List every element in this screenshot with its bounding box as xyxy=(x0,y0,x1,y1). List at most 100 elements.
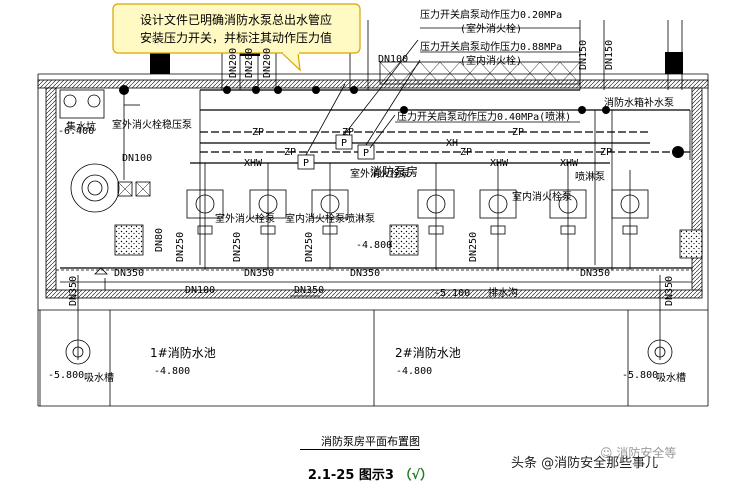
pipe-size-dn350: DN350 xyxy=(664,276,675,306)
drain-label: 排水沟 xyxy=(488,286,518,299)
column-block xyxy=(389,224,419,256)
pipe-size-dn150: DN150 xyxy=(604,40,615,70)
figure-title: 2.1-25 图示3 （√） xyxy=(0,464,741,483)
pipe-size-dn250: DN250 xyxy=(175,232,186,262)
callout-line-2: 安装压力开关，并标注其动作压力值 xyxy=(140,30,332,45)
watermark-icon: ☺ xyxy=(600,446,613,460)
pipe-code-labels: ZP ZP ZP ZP ZP ZP XH XHW XHW XHW xyxy=(244,127,612,169)
pipe-size-dn350: DN350 xyxy=(350,268,380,279)
pipe-size-dn350: DN350 xyxy=(68,276,79,306)
check-mark: （√） xyxy=(398,468,434,483)
pipe-size-dn350: DN350 xyxy=(580,268,610,279)
stabilizer-pumps xyxy=(117,181,151,197)
sump-label: 集水坑 xyxy=(66,120,96,133)
pump-unit xyxy=(479,163,517,270)
faint-watermark: ☺ 消防安全等 xyxy=(600,444,676,461)
pump-unit xyxy=(611,170,649,270)
pool-1-label: 1#消防水池 xyxy=(150,345,216,360)
pipe-size-dn100: DN100 xyxy=(122,153,152,164)
pipe-size-dn250: DN250 xyxy=(468,232,479,262)
watermark: 头条 @消防安全那些事儿 xyxy=(511,456,659,471)
callout-note: 设计文件已明确消防水泵总出水管应 安装压力开关，并标注其动作压力值 xyxy=(112,3,361,72)
pump-unit xyxy=(311,163,349,270)
pool-2-label: 2#消防水池 xyxy=(395,345,461,360)
outdoor-hydrant-pump-label: 室外消火栓泵 xyxy=(350,167,410,180)
building-walls xyxy=(37,10,709,407)
elevation-mark: -5.800 xyxy=(622,370,658,381)
xhw-label: XHW xyxy=(560,158,579,169)
suction-sump-right xyxy=(647,339,673,365)
zp-label: ZP xyxy=(284,147,296,158)
xhw-label: XHW xyxy=(244,158,263,169)
ventilation-duct xyxy=(379,61,581,85)
column-block xyxy=(679,229,703,259)
pump-unit xyxy=(549,163,587,270)
sump-pit xyxy=(59,89,105,119)
zp-label: ZP xyxy=(600,147,612,158)
elevation-mark: -5.100 xyxy=(434,288,470,299)
room-labels: 集水坑 室外消火栓稳压泵 消防泵房 室外消火栓泵 室内消火栓泵 喷淋泵 室内消火… xyxy=(66,96,686,384)
elevation-marks: -6.400 -4.800 -5.100 -5.800 -4.800 -4.80… xyxy=(48,126,658,381)
pressure-labels: 压力开关启泵动作压力0.20MPa (室外消火栓) 压力开关启泵动作压力0.88… xyxy=(397,8,571,123)
pump-room-label: 消防泵房 xyxy=(370,164,418,179)
wall-opening xyxy=(150,52,170,74)
zp-label: ZP xyxy=(512,127,524,138)
pipe-size-dn200: DN200 xyxy=(228,48,239,78)
pipe-size-dn80: DN80 xyxy=(154,228,165,252)
stabilizer-tank xyxy=(70,163,120,213)
pressure-switches: P P P xyxy=(297,27,580,170)
pipe-size-labels: DN200 DN200 DN200 DN100 DN150 DN150 DN10… xyxy=(68,40,675,306)
sprinkler-pump-label: 喷淋泵 xyxy=(345,212,375,225)
pipe-size-dn150: DN150 xyxy=(578,40,589,70)
zp-label: ZP xyxy=(342,127,354,138)
pipe-size-dn200: DN200 xyxy=(244,48,255,78)
elevation-mark: -4.800 xyxy=(154,366,190,377)
pump-unit xyxy=(417,163,455,270)
p-label: P xyxy=(363,148,369,159)
indoor-pump-label: 室内消火栓泵 xyxy=(285,212,345,225)
xhw-label: XHW xyxy=(490,158,509,169)
title-underline xyxy=(300,449,420,450)
pipe-size-dn100: DN100 xyxy=(378,54,408,65)
faint-watermark-text: 消防安全等 xyxy=(616,446,677,460)
suction-header xyxy=(60,267,692,360)
suction-sumps xyxy=(65,339,673,365)
pump-unit xyxy=(186,163,224,270)
pipe-size-dn350: DN350 xyxy=(114,268,144,279)
elevation-mark: -4.800 xyxy=(396,366,432,377)
wall-opening xyxy=(665,52,683,74)
pipe-size-dn250: DN250 xyxy=(304,232,315,262)
callout-box xyxy=(112,3,361,54)
pump-unit xyxy=(249,163,287,270)
zp-label: ZP xyxy=(460,147,472,158)
outdoor-pump-label: 室外消火栓泵 xyxy=(215,212,275,225)
header-pipes xyxy=(119,85,691,270)
plan-title: 消防泵房平面布置图 xyxy=(321,435,420,448)
suction-sump-left xyxy=(65,339,91,365)
sprinkler-pump-label: 喷淋泵 xyxy=(575,170,605,183)
suction-sump-label: 吸水槽 xyxy=(656,371,686,384)
indoor-hydrant-note: (室内消火栓) xyxy=(460,54,522,67)
column-block xyxy=(114,224,144,256)
outdoor-hydrant-note: (室外消火栓) xyxy=(460,22,522,35)
zp-label: ZP xyxy=(252,127,264,138)
xh-label: XH xyxy=(446,138,458,149)
pipe-size-dn200: DN200 xyxy=(262,48,273,78)
figure-title-text: 2.1-25 图示3 xyxy=(307,468,394,483)
elevation-mark: -4.800 xyxy=(356,240,392,251)
outdoor-start-pressure: 压力开关启泵动作压力0.20MPa xyxy=(420,8,562,21)
p-label: P xyxy=(341,138,347,149)
indoor-start-pressure: 压力开关启泵动作压力0.88MPa xyxy=(420,40,562,53)
suction-sump-label: 吸水槽 xyxy=(84,371,114,384)
outdoor-stabilizer-label: 室外消火栓稳压泵 xyxy=(112,118,192,131)
sprinkler-start-pressure: 压力开关启泵动作压力0.40MPa(喷淋) xyxy=(397,110,571,123)
pipe-size-dn100: DN100 xyxy=(185,285,215,296)
callout-line-1: 设计文件已明确消防水泵总出水管应 xyxy=(140,12,332,27)
p-label: P xyxy=(303,158,309,169)
pump-sets xyxy=(186,163,649,270)
pipe-size-dn350: DN350 xyxy=(244,268,274,279)
elevation-mark: -5.800 xyxy=(48,370,84,381)
indoor-pump-label: 室内消火栓泵 xyxy=(512,190,572,203)
elevation-mark: -6.400 xyxy=(58,126,94,137)
